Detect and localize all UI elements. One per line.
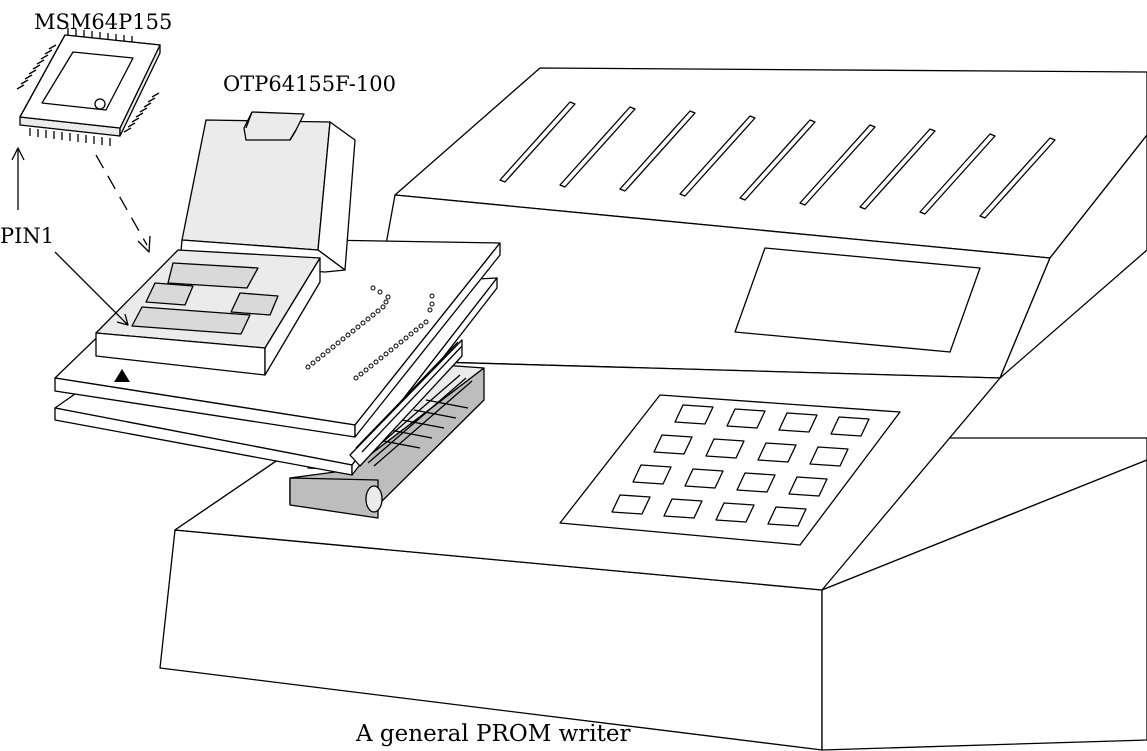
chip-window — [41, 51, 134, 111]
pin-hole-rows — [305, 285, 435, 381]
chip-pin1-dot — [94, 98, 106, 110]
key — [663, 498, 703, 519]
key — [653, 434, 693, 455]
adapter-socket — [95, 111, 356, 376]
socket-pad — [167, 262, 259, 289]
keypad — [559, 394, 901, 546]
key — [788, 476, 828, 497]
key — [674, 404, 714, 425]
adapter-label: OTP64155F-100 — [223, 72, 396, 96]
key — [632, 464, 672, 485]
vent-slots — [499, 101, 1056, 219]
pin-hole-row-2 — [353, 293, 435, 381]
key — [726, 408, 766, 429]
diagram-caption: A general PROM writer — [355, 721, 630, 747]
display-window — [734, 247, 981, 353]
key — [767, 506, 807, 527]
key — [736, 472, 776, 493]
key — [778, 412, 818, 433]
socket-pad — [230, 292, 279, 316]
key — [611, 494, 651, 515]
key — [809, 446, 849, 467]
pin1-chip-arrow — [11, 147, 25, 210]
insert-arrow — [95, 154, 151, 253]
key — [684, 468, 724, 489]
pin1-label: PIN1 — [0, 224, 54, 248]
key — [705, 438, 745, 459]
socket-pad — [131, 306, 251, 335]
key — [715, 502, 755, 523]
qfp-chip — [16, 28, 161, 146]
key — [830, 416, 870, 437]
key — [757, 442, 797, 463]
chip-label: MSM64P155 — [34, 10, 172, 34]
pin1-socket-arrow — [54, 251, 129, 326]
pin1-marker-triangle — [114, 369, 130, 382]
socket-pad — [145, 282, 194, 306]
pin-hole-row-1 — [305, 285, 391, 370]
